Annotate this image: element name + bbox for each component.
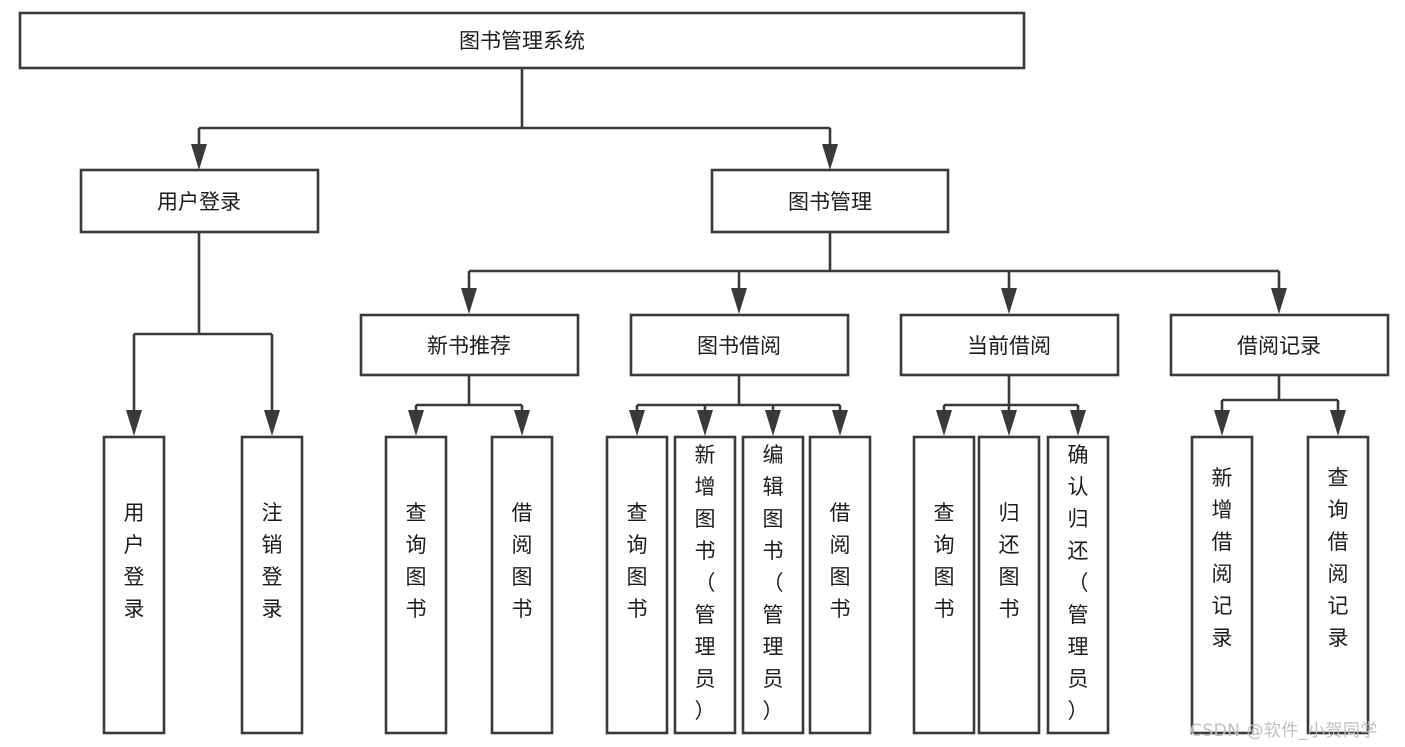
leaf-label: 查询图书 xyxy=(934,501,955,621)
leaf-node[interactable]: 注销登录 xyxy=(240,435,304,735)
node-new-book-recommend-label: 新书推荐 xyxy=(427,334,511,358)
leaf-node[interactable]: 编辑图书（管理员） xyxy=(741,435,805,735)
leaf-label: 查询图书 xyxy=(627,501,648,621)
leaf-label: 查询借阅记录 xyxy=(1328,466,1349,650)
leaf-label: 注销登录 xyxy=(262,501,283,621)
node-user-login-label: 用户登录 xyxy=(157,190,241,214)
node-root[interactable]: 图书管理系统 xyxy=(18,11,1026,70)
node-new-book-recommend[interactable]: 新书推荐 xyxy=(359,313,580,377)
leaf-group-book-borrow: 查询图书 新增图书（管理员） 编辑图书（管理员） 借阅图书 xyxy=(605,435,872,735)
leaf-node[interactable]: 查询图书 xyxy=(384,435,448,735)
csdn-watermark: CSDN @软件_小贺同学 xyxy=(1190,721,1378,741)
leaf-label: 编辑图书（管理员） xyxy=(763,443,784,723)
node-book-borrow[interactable]: 图书借阅 xyxy=(629,313,850,377)
leaf-group-current-borrow: 查询图书 归还图书 确认归还（管理员） xyxy=(912,435,1110,735)
connector-currentborrow-to-leaves xyxy=(936,375,1086,436)
leaf-label: 新增图书（管理员） xyxy=(695,443,716,723)
connector-newbook-to-leaves xyxy=(408,375,530,436)
leaf-label: 确认归还（管理员） xyxy=(1068,443,1089,723)
leaf-node[interactable]: 新增借阅记录 xyxy=(1190,435,1254,735)
node-book-management-label: 图书管理 xyxy=(788,190,872,214)
leaf-node[interactable]: 借阅图书 xyxy=(808,435,872,735)
leaf-node[interactable]: 用户登录 xyxy=(102,435,166,735)
leaf-group-user-login: 用户登录 注销登录 xyxy=(102,435,304,735)
leaf-node[interactable]: 查询图书 xyxy=(912,435,976,735)
leaf-label: 归还图书 xyxy=(999,501,1020,621)
connector-bookborrow-to-leaves xyxy=(629,375,848,436)
connector-borrowrecord-to-leaves xyxy=(1214,375,1346,436)
node-book-management[interactable]: 图书管理 xyxy=(710,168,950,234)
node-current-borrow-label: 当前借阅 xyxy=(967,334,1051,358)
leaf-label: 借阅图书 xyxy=(512,501,533,621)
node-user-login[interactable]: 用户登录 xyxy=(79,168,320,234)
node-current-borrow[interactable]: 当前借阅 xyxy=(899,313,1120,377)
leaf-group-new-book-recommend: 查询图书 借阅图书 xyxy=(384,435,554,735)
node-book-borrow-label: 图书借阅 xyxy=(697,334,781,358)
leaf-label: 用户登录 xyxy=(124,501,145,621)
node-borrow-record-label: 借阅记录 xyxy=(1237,334,1321,358)
leaf-label: 新增借阅记录 xyxy=(1212,466,1233,650)
leaf-node[interactable]: 归还图书 xyxy=(977,435,1041,735)
connector-userlogin-to-leaves xyxy=(126,232,280,436)
connector-root-to-level1 xyxy=(191,68,838,170)
connector-bookmgmt-to-level2 xyxy=(461,232,1287,314)
leaf-node[interactable]: 新增图书（管理员） xyxy=(673,435,737,735)
leaf-node[interactable]: 查询图书 xyxy=(605,435,669,735)
leaf-label: 查询图书 xyxy=(406,501,427,621)
leaf-node[interactable]: 借阅图书 xyxy=(490,435,554,735)
leaf-group-borrow-record: 新增借阅记录 查询借阅记录 xyxy=(1190,435,1370,735)
node-borrow-record[interactable]: 借阅记录 xyxy=(1169,313,1390,377)
node-root-label: 图书管理系统 xyxy=(459,29,585,53)
leaf-node[interactable]: 查询借阅记录 xyxy=(1306,435,1370,735)
leaf-node[interactable]: 确认归还（管理员） xyxy=(1046,435,1110,735)
leaf-label: 借阅图书 xyxy=(830,501,851,621)
